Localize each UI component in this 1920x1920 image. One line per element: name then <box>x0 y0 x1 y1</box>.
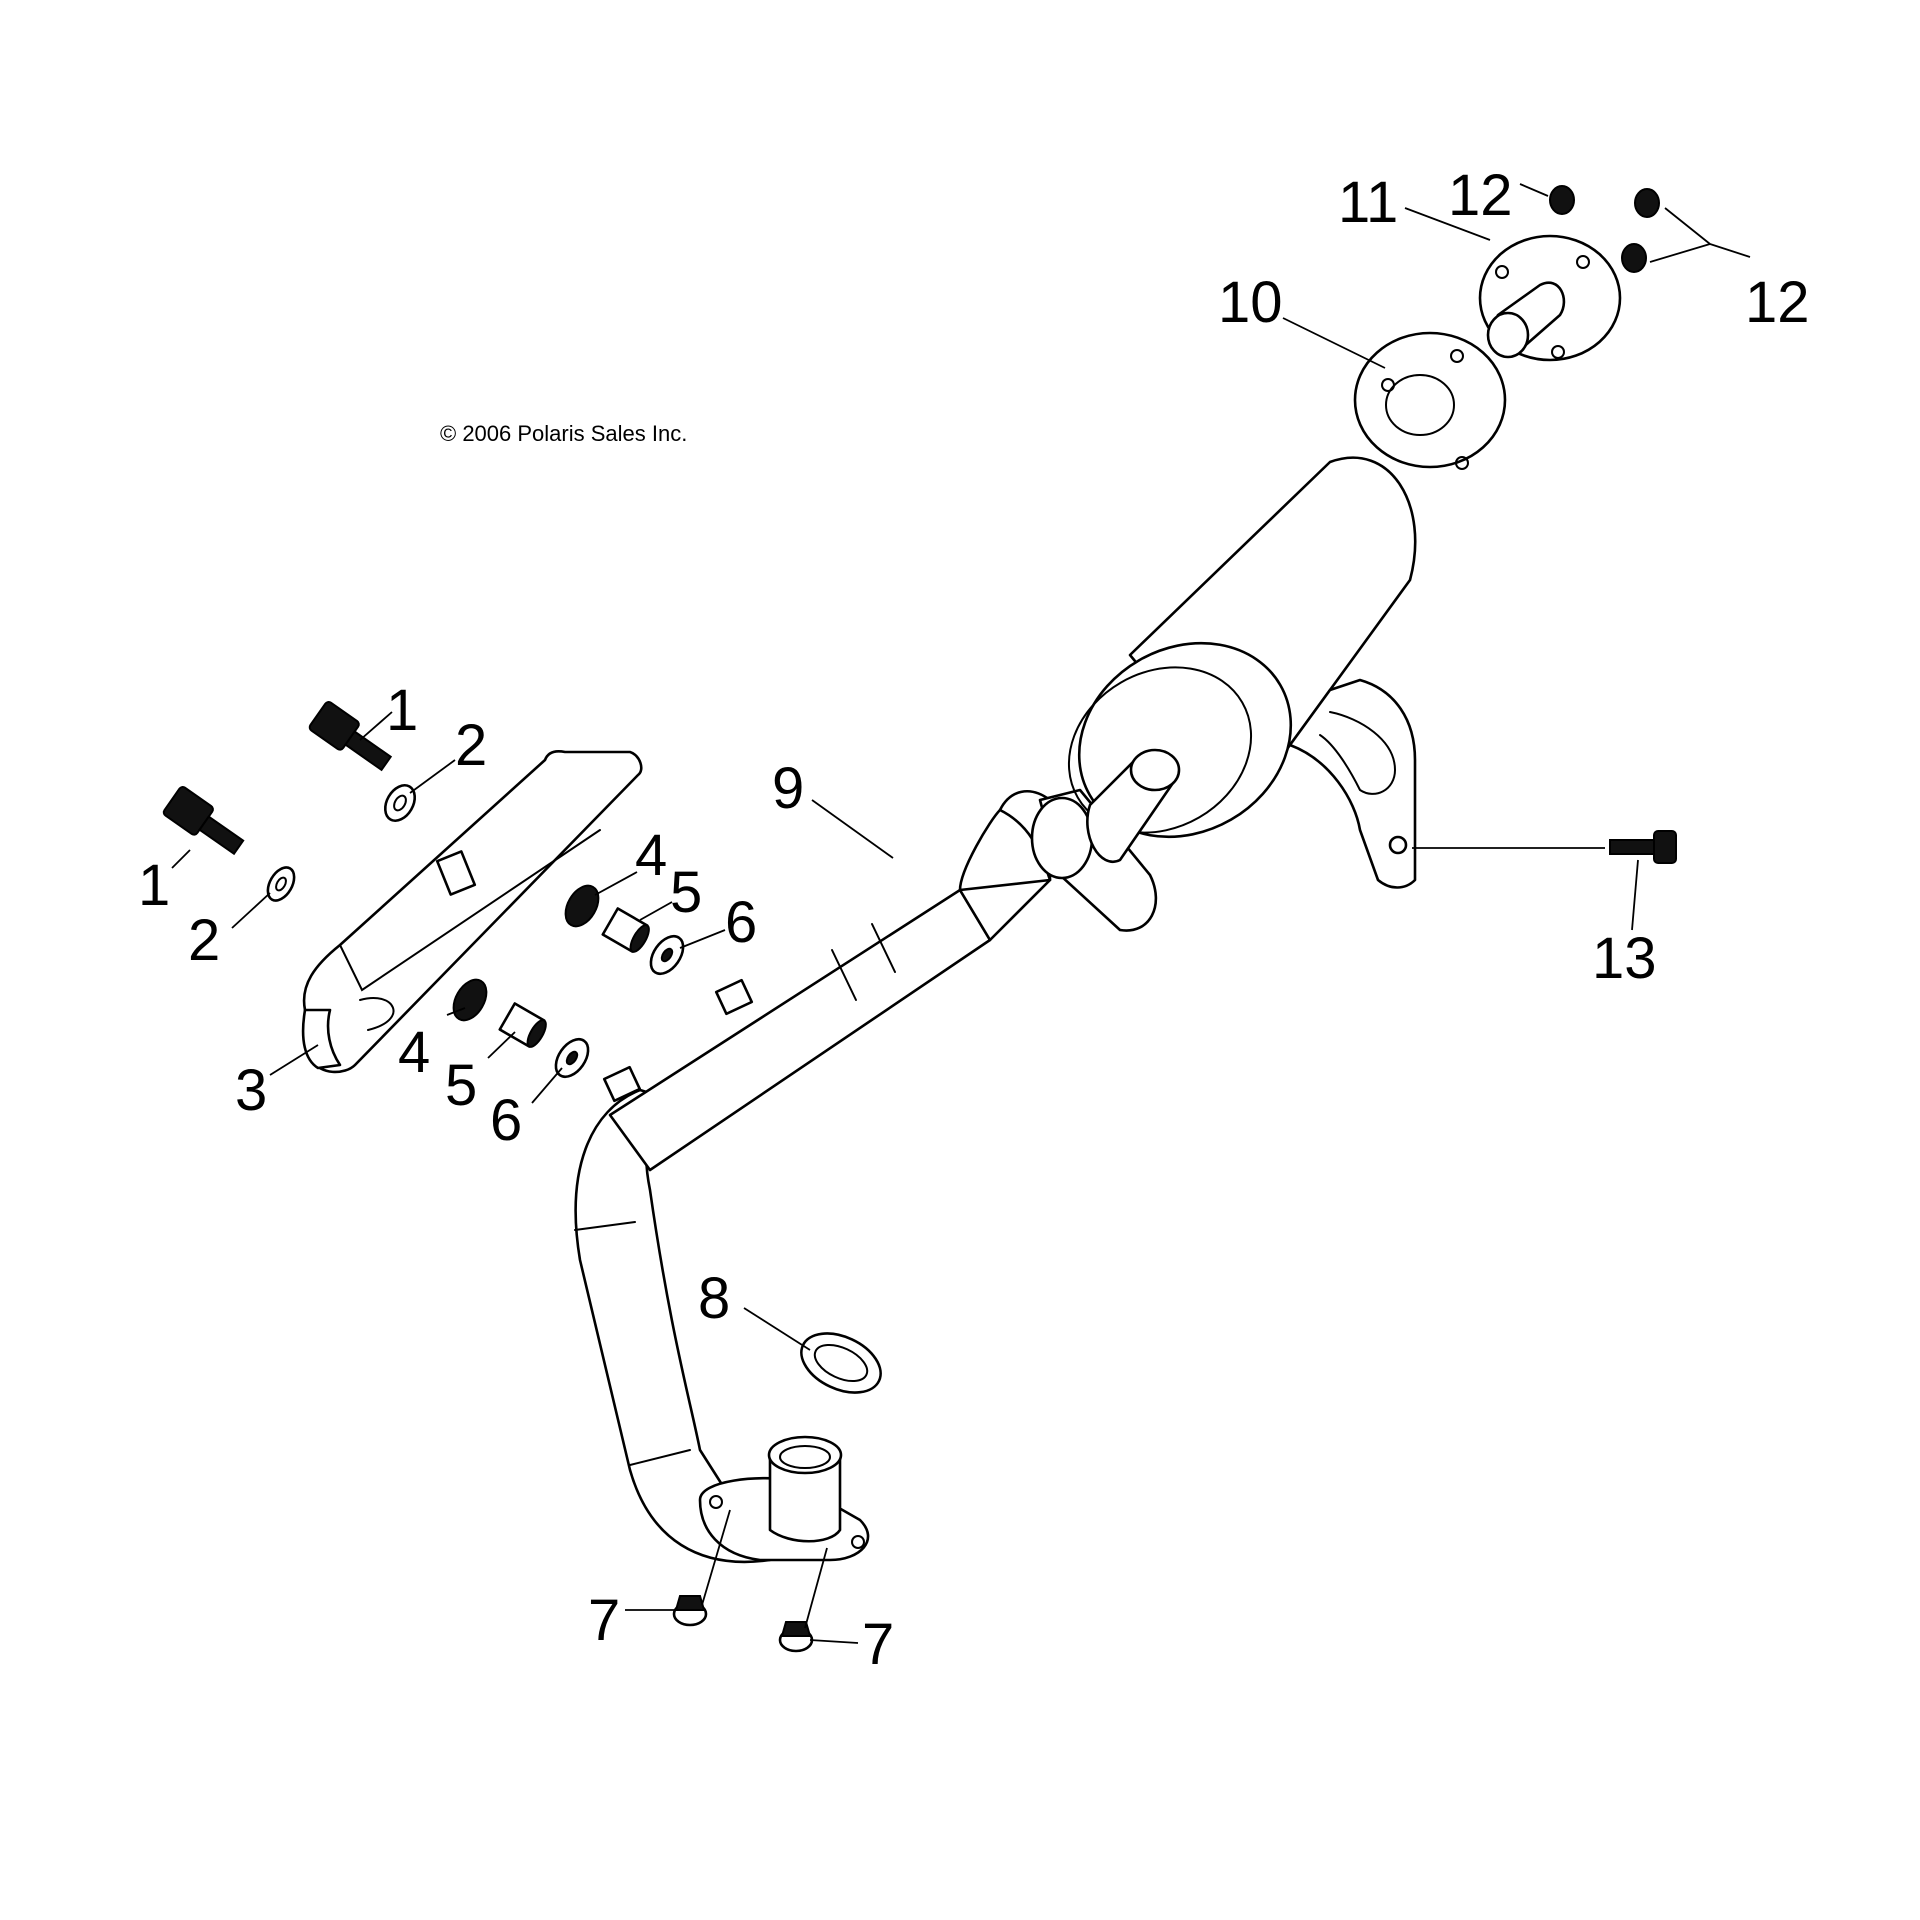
callout-2-lower: 2 <box>188 908 220 973</box>
callout-2-upper: 2 <box>455 713 487 778</box>
callout-1-upper: 1 <box>386 678 418 743</box>
sleeve-upper <box>601 907 650 953</box>
spark-arrestor <box>1478 234 1622 362</box>
callout-9: 9 <box>772 756 804 821</box>
bolt-lower <box>162 786 245 856</box>
screw-top <box>1549 185 1575 215</box>
callout-6-upper: 6 <box>725 890 757 955</box>
grommet-lower <box>452 978 488 1022</box>
heat-shield <box>301 749 643 1074</box>
washer-upper <box>383 784 417 822</box>
grommet-upper <box>564 884 600 928</box>
spark-arrestor-gasket <box>1353 331 1507 470</box>
callout-8: 8 <box>698 1266 730 1331</box>
callout-6-lower: 6 <box>490 1088 522 1153</box>
muffler <box>1067 456 1417 889</box>
flange-nut-right <box>778 1621 814 1653</box>
callout-5-upper: 5 <box>670 860 702 925</box>
copyright-text: © 2006 Polaris Sales Inc. <box>440 421 687 446</box>
screw-right-upper <box>1634 188 1660 218</box>
callout-1-lower: 1 <box>138 853 170 918</box>
callout-7-left: 7 <box>588 1588 620 1653</box>
sleeve-lower <box>498 1002 547 1048</box>
callouts: 1 1 2 2 3 4 4 5 5 6 6 7 7 8 9 10 11 12 1… <box>138 163 1810 1677</box>
callout-5-lower: 5 <box>445 1053 477 1118</box>
callout-11: 11 <box>1338 170 1398 235</box>
callout-7-right: 7 <box>862 1612 894 1677</box>
callout-12-top: 12 <box>1448 163 1513 228</box>
washer-lower <box>266 866 296 902</box>
callout-13: 13 <box>1592 926 1657 991</box>
screw-right-lower <box>1621 243 1647 273</box>
callout-4-lower: 4 <box>398 1020 430 1085</box>
exhaust-gasket <box>800 1332 882 1394</box>
callout-4-upper: 4 <box>635 823 667 888</box>
mount-bolt <box>1609 830 1677 864</box>
callout-12-right: 12 <box>1745 270 1810 335</box>
leader-lines <box>171 183 1751 1644</box>
flange-nut-left <box>672 1595 708 1627</box>
callout-3: 3 <box>235 1058 267 1123</box>
exhaust-pipe <box>574 788 1158 1564</box>
callout-10: 10 <box>1218 270 1283 335</box>
bolt-upper <box>308 700 393 772</box>
